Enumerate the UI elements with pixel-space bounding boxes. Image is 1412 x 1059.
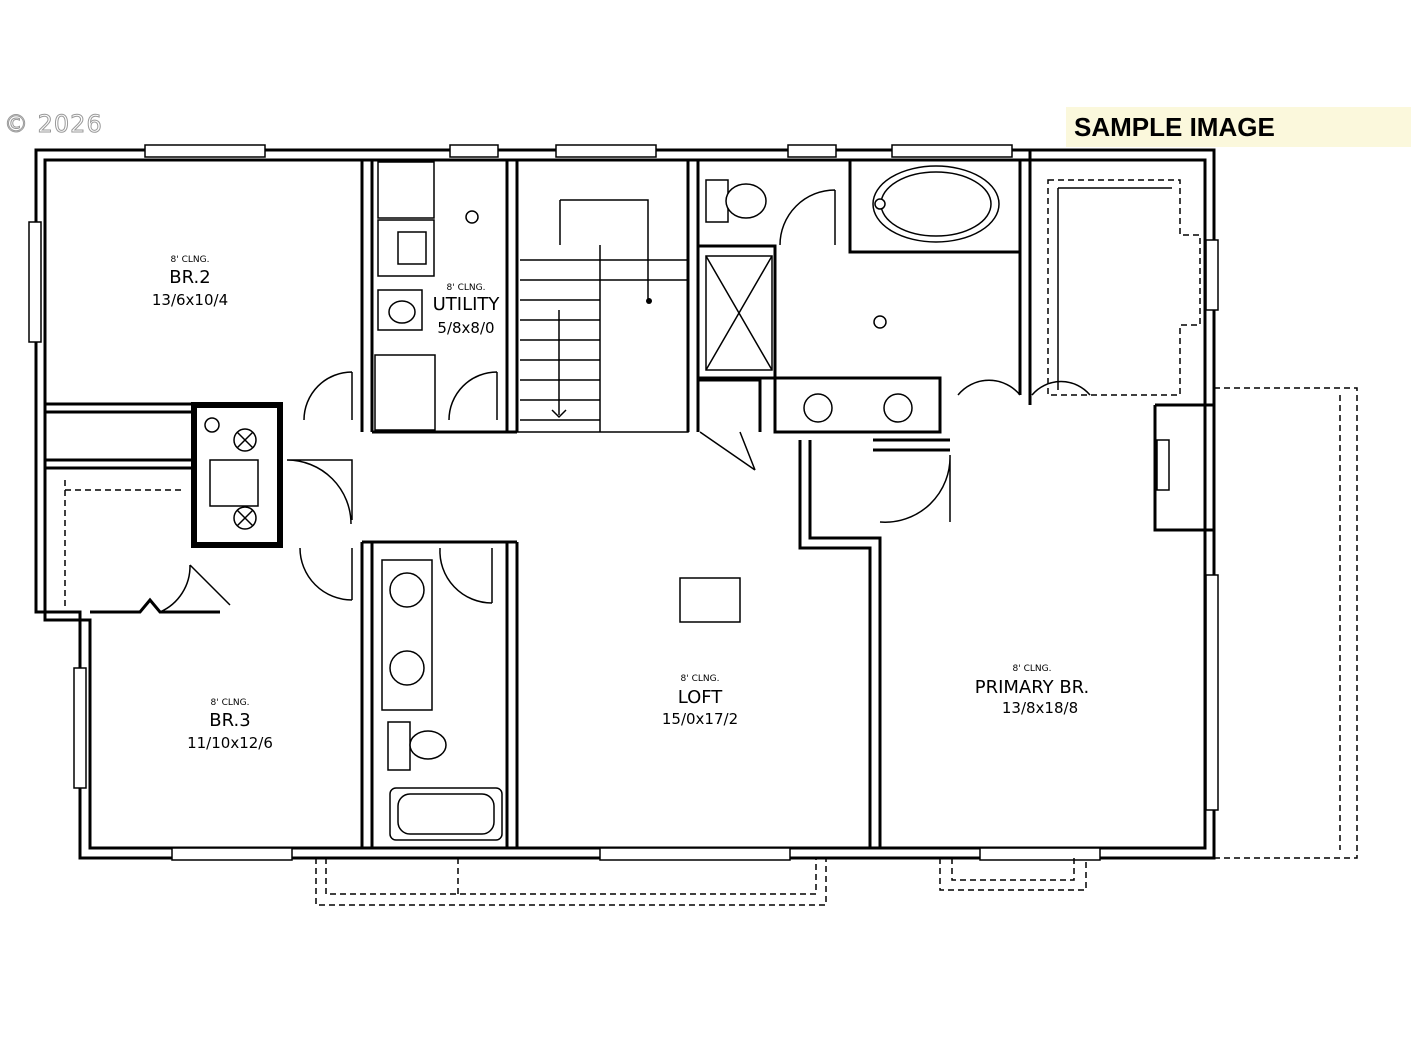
svg-text:5/8x8/0: 5/8x8/0: [437, 319, 494, 337]
svg-text:BR.3: BR.3: [209, 710, 250, 731]
mechanical-chase: [191, 402, 283, 548]
svg-text:8' CLNG.: 8' CLNG.: [1013, 664, 1052, 674]
room-label-loft: 8' CLNG. LOFT 15/0x17/2: [662, 674, 738, 728]
deck-outlines: [64, 387, 1358, 906]
svg-text:UTILITY: UTILITY: [433, 294, 501, 315]
svg-text:13/8x18/8: 13/8x18/8: [1002, 699, 1078, 717]
copyright-mark: © 2026: [4, 110, 103, 139]
doors: [159, 189, 1091, 613]
svg-text:8' CLNG.: 8' CLNG.: [171, 255, 210, 265]
room-label-br3: 8' CLNG. BR.3 11/10x12/6: [187, 698, 273, 752]
svg-text:8' CLNG.: 8' CLNG.: [447, 283, 486, 293]
svg-text:15/0x17/2: 15/0x17/2: [662, 710, 738, 728]
sample-image-banner: SAMPLE IMAGE: [1066, 107, 1411, 147]
svg-text:8' CLNG.: 8' CLNG.: [211, 698, 250, 708]
svg-text:13/6x10/4: 13/6x10/4: [152, 291, 228, 309]
exterior-walls: [34, 148, 1216, 860]
svg-text:11/10x12/6: 11/10x12/6: [187, 734, 273, 752]
windows: [28, 144, 1219, 861]
interior-walls: [45, 150, 1214, 848]
svg-text:BR.2: BR.2: [169, 267, 210, 288]
stairs: [516, 159, 689, 433]
primary-bath-fixtures: [705, 165, 1000, 423]
room-label-utility: 8' CLNG. UTILITY 5/8x8/0: [433, 283, 501, 337]
room-label-primary-br: 8' CLNG. PRIMARY BR. 13/8x18/8: [975, 664, 1090, 717]
svg-text:8' CLNG.: 8' CLNG.: [681, 674, 720, 684]
sample-image-label: SAMPLE IMAGE: [1074, 112, 1275, 142]
loft-skylight: [679, 577, 741, 623]
utility-fixtures: [374, 161, 479, 431]
hall-bath-fixtures: [381, 559, 503, 841]
primary-closet: [1047, 179, 1201, 396]
svg-text:PRIMARY BR.: PRIMARY BR.: [975, 677, 1090, 698]
svg-text:LOFT: LOFT: [678, 687, 724, 708]
room-label-br2: 8' CLNG. BR.2 13/6x10/4: [152, 255, 228, 309]
